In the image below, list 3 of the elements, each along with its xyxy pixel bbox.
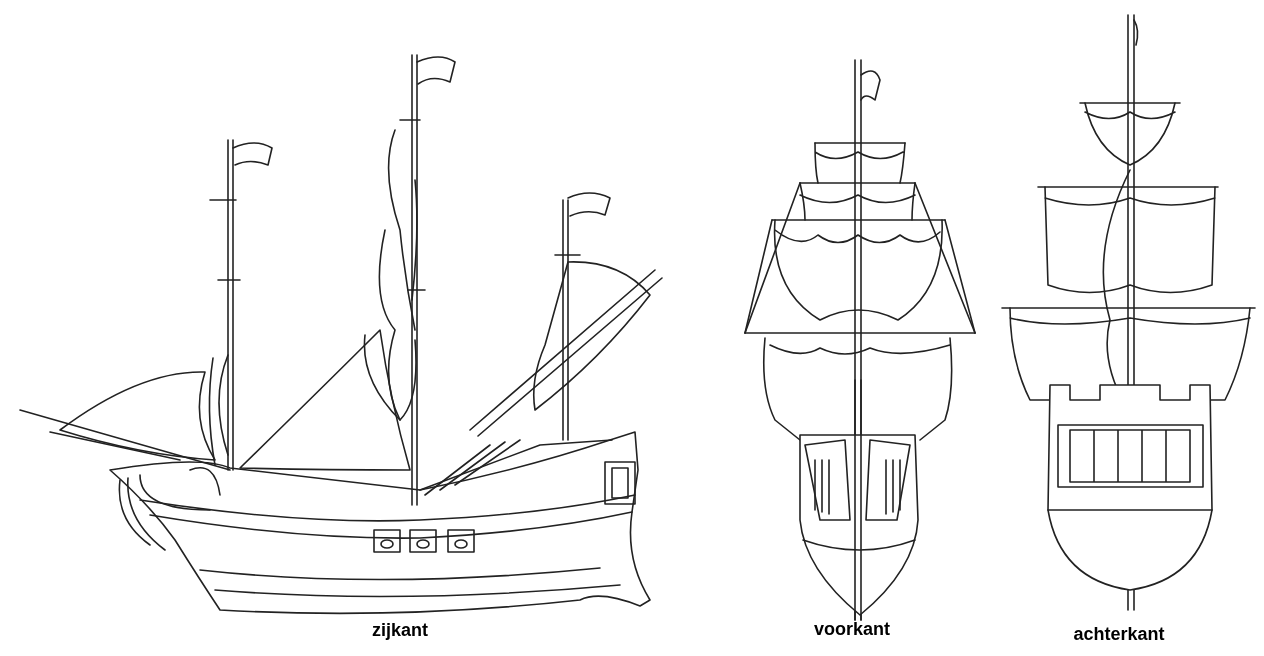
view-caption: voorkant xyxy=(814,619,890,640)
view-caption: achterkant xyxy=(1073,624,1165,645)
view-caption: zijkant xyxy=(372,620,428,641)
